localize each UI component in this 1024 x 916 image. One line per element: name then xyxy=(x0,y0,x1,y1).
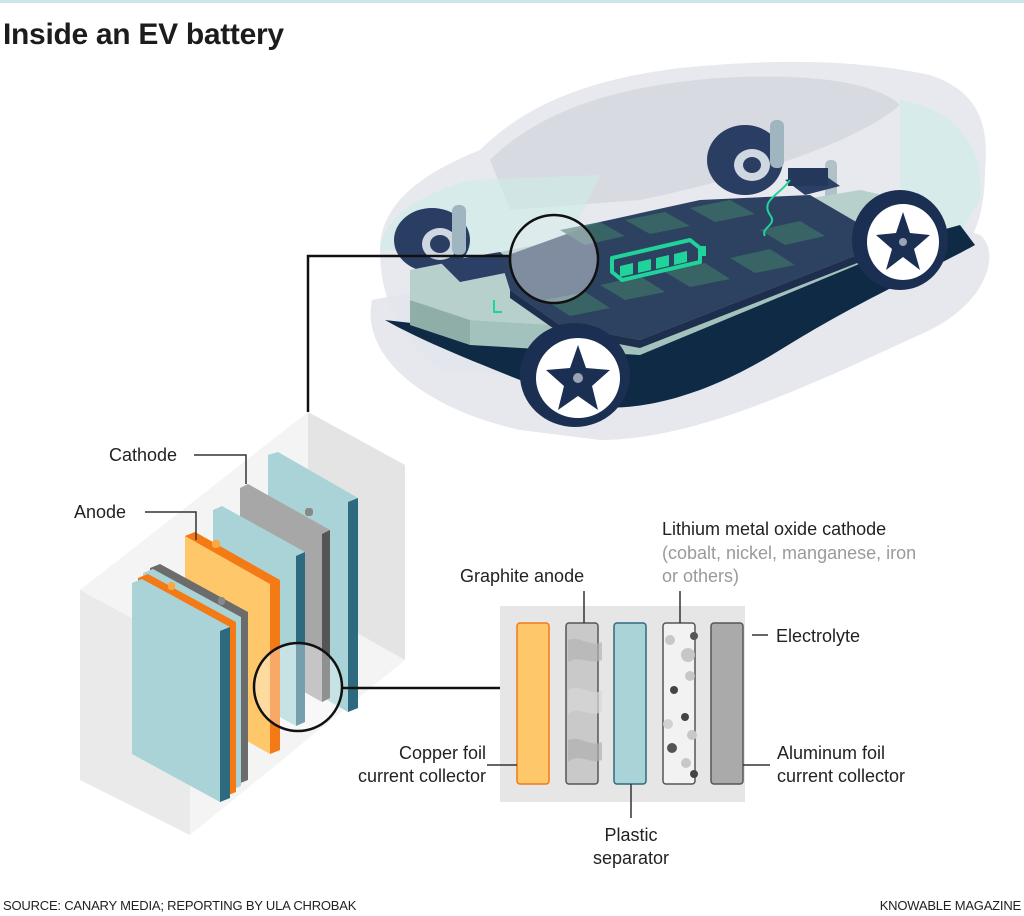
top-accent-bar xyxy=(0,0,1024,3)
aluminum-foil-layer xyxy=(710,622,744,785)
rear-right-wheel xyxy=(707,125,783,195)
electrolyte-label: Electrolyte xyxy=(776,626,861,646)
layer-detail-panel xyxy=(487,591,770,818)
publisher-credit: KNOWABLE MAGAZINE xyxy=(879,898,1022,913)
graphite-anode-label: Graphite anode xyxy=(460,566,585,586)
connector-line-car xyxy=(306,254,510,412)
lithium-cathode-note-2: or others) xyxy=(662,566,740,586)
cathode-layer xyxy=(662,622,696,785)
cell-zoom-circle xyxy=(252,641,344,733)
battery-charge-icon xyxy=(610,238,706,282)
aluminum-foil-label-2: current collector xyxy=(777,766,906,786)
battery-level-bar xyxy=(656,255,669,269)
page-title: Inside an EV battery xyxy=(3,18,284,51)
green-cable xyxy=(763,179,791,237)
battery-cell-stack xyxy=(80,412,405,835)
anode-label: Anode xyxy=(74,502,127,522)
copper-foil-label-2: current collector xyxy=(357,766,486,786)
separator-label: Plastic xyxy=(604,825,658,845)
aluminum-foil-label: Aluminum foil xyxy=(777,743,886,763)
lithium-cathode-note-1: (cobalt, nickel, manganese, iron xyxy=(662,543,917,563)
copper-foil-label: Copper foil xyxy=(398,743,486,763)
car-illustration xyxy=(370,61,990,440)
battery-modules xyxy=(545,200,825,316)
battery-level-bar xyxy=(638,259,651,273)
source-credit: SOURCE: CANARY MEDIA; REPORTING BY ULA C… xyxy=(3,898,357,913)
front-left-wheel xyxy=(520,323,630,427)
battery-level-bar xyxy=(620,263,633,277)
car-zoom-circle xyxy=(508,213,600,305)
copper-foil-layer xyxy=(516,622,550,785)
cathode-label: Cathode xyxy=(109,445,178,465)
graphite-texture xyxy=(568,638,602,762)
separator-label-2: separator xyxy=(592,848,670,868)
battery-level-bar xyxy=(674,251,687,265)
cathode-particles xyxy=(663,632,698,778)
front-right-wheel xyxy=(852,190,948,290)
lithium-cathode-label: Lithium metal oxide cathode xyxy=(662,519,887,539)
separator-layer xyxy=(613,622,647,785)
